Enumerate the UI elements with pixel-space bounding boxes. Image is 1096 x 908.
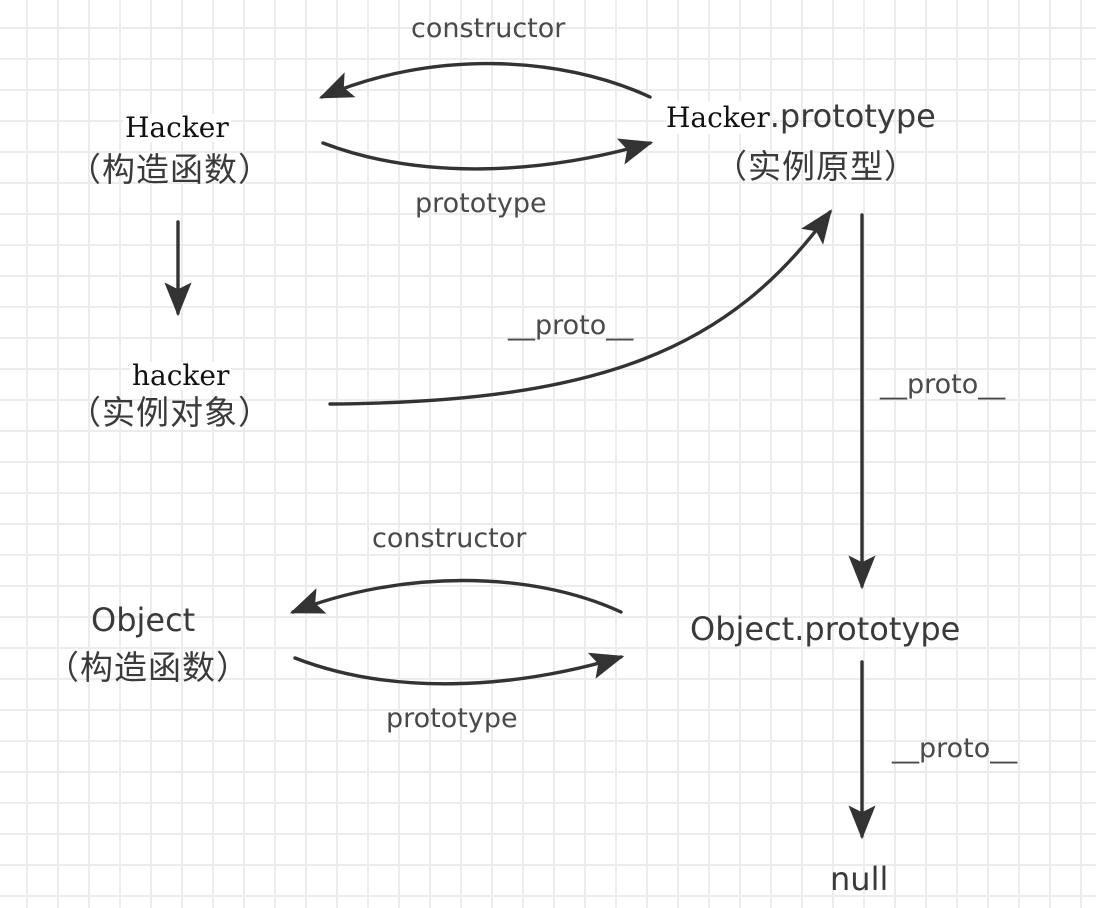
edge-hacker-constructor [318,61,652,99]
label-hacker-prototype: prototype [415,188,547,219]
label-object-prototype: prototype [386,703,518,734]
label-hacker-proto-proto: __proto__ [880,369,1006,400]
edge-hacker-prototype [321,138,654,171]
node-desc: （实例对象） [68,393,272,432]
node-desc: （构造函数） [46,648,250,687]
edge-hacker-inst-proto [328,209,832,406]
node-name: Hacker.prototype [666,97,936,135]
node-name: hacker [130,359,232,392]
node-name-part-a: Hacker [666,101,770,134]
label-hacker-constructor: constructor [411,13,566,44]
label-object-proto-proto: __proto__ [892,733,1018,764]
node-desc: （构造函数） [68,150,272,189]
node-name: Object.prototype [690,610,961,648]
node-desc: （实例原型） [714,147,918,186]
node-name: null [830,860,889,898]
node-name: Hacker [123,111,231,144]
label-object-constructor: constructor [372,523,527,554]
edge-object-prototype [293,652,625,686]
label-hacker-inst-proto: __proto__ [508,310,634,341]
node-name-part-b: .prototype [769,97,936,135]
edge-object-constructor [289,578,623,614]
node-name: Object [91,601,196,639]
